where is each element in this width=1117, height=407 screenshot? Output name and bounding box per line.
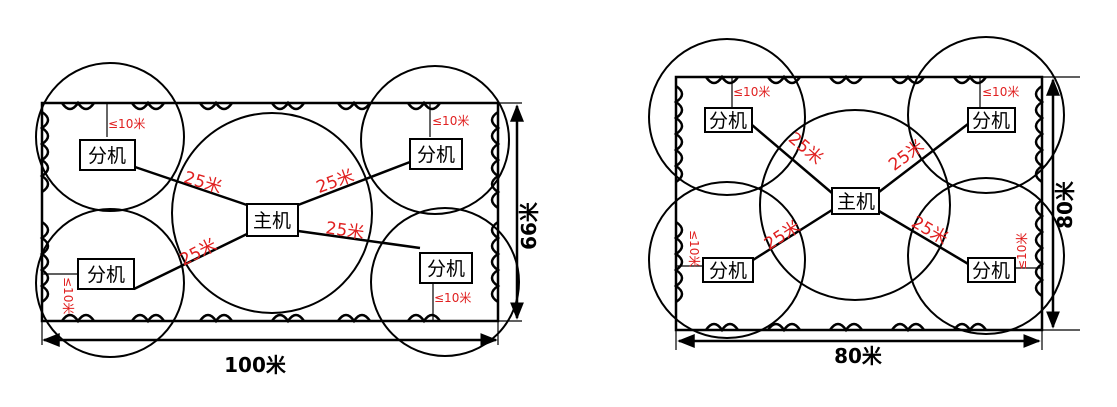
right-slave-label-tl: 分机 — [709, 110, 747, 132]
left-slave-box-tr — [409, 138, 463, 170]
right-distance-label-bl: 25米 — [761, 217, 804, 255]
right-slave-label-br: 分机 — [972, 260, 1010, 282]
left-slave-label-tl: 分机 — [88, 145, 126, 167]
left-distance-label-tl: 25米 — [181, 168, 224, 198]
right-slave-box-br — [967, 257, 1016, 283]
right-width-label: 80米 — [834, 344, 883, 368]
left-coverage-circle-tl — [35, 62, 185, 212]
right-limit-label-tr: ≤10米 — [982, 85, 1019, 99]
right-connections — [751, 123, 971, 267]
right-fence-scallops-right — [1034, 84, 1045, 298]
left-limit-label-tl: ≤10米 — [108, 117, 145, 131]
left-layout: 主机 分机 分机 分机 分机 25米 25米 25米 25米 ≤10米 ≤10米… — [35, 62, 541, 377]
right-fence-scallops-top — [704, 74, 988, 85]
left-limit-label-tr: ≤10米 — [432, 114, 469, 128]
left-coverage-circle-tr — [360, 65, 510, 215]
left-limit-leaders — [42, 103, 434, 321]
right-fence-scallops-bottom — [704, 322, 988, 333]
left-coverage-circle-host — [171, 112, 373, 314]
left-limit-label-bl: ≤10米 — [61, 277, 75, 314]
left-distance-label-bl: 25米 — [177, 235, 221, 270]
right-slave-box-bl — [702, 257, 754, 283]
left-slave-box-br — [419, 252, 473, 284]
left-host-label: 主机 — [253, 210, 291, 232]
right-host-box — [831, 187, 880, 215]
right-distance-label-br: 25米 — [908, 213, 951, 250]
right-coverage-circle-host — [759, 109, 951, 301]
left-connections — [133, 160, 421, 291]
right-slave-box-tl — [704, 107, 753, 133]
left-distance-label-br: 25米 — [324, 218, 365, 243]
left-coverage-circle-bl — [35, 208, 185, 358]
right-limit-label-bl: ≤10米 — [687, 230, 701, 267]
left-width-label: 100米 — [224, 353, 287, 377]
left-slave-label-br: 分机 — [427, 258, 465, 280]
right-fence-scallops-left — [673, 84, 684, 304]
right-slave-label-tr: 分机 — [972, 110, 1010, 132]
left-height-label: 66米 — [517, 201, 541, 250]
right-slave-label-bl: 分机 — [709, 260, 747, 282]
left-fence-scallops-top — [60, 100, 442, 111]
right-layout: 主机 分机 分机 分机 分机 25米 25米 25米 25米 ≤10米 ≤10米… — [648, 36, 1080, 368]
right-height-label: 80米 — [1053, 180, 1077, 229]
right-host-label: 主机 — [837, 191, 875, 213]
left-distance-label-tr: 25米 — [314, 166, 357, 198]
left-limit-label-br: ≤10米 — [434, 291, 471, 305]
right-slave-box-tr — [967, 107, 1016, 133]
left-fence-scallops-right — [490, 110, 501, 304]
right-coverage-circle-tr — [907, 36, 1065, 194]
right-fence — [674, 75, 1044, 332]
left-fence — [40, 101, 500, 323]
left-slave-label-tr: 分机 — [417, 144, 455, 166]
left-slave-box-tl — [79, 139, 136, 171]
left-host-box — [246, 203, 299, 237]
left-fence-scallops-bottom — [60, 313, 442, 324]
left-slave-label-bl: 分机 — [87, 264, 125, 286]
right-coverage-circle-tl — [648, 38, 806, 196]
right-coverage-circle-br — [907, 177, 1065, 335]
right-limit-leaders — [676, 77, 1042, 269]
right-limit-label-tl: ≤10米 — [733, 85, 770, 99]
right-limit-label-br: ≤10米 — [1015, 233, 1029, 270]
left-fence-scallops-left — [39, 110, 50, 304]
left-slave-box-bl — [77, 258, 135, 290]
